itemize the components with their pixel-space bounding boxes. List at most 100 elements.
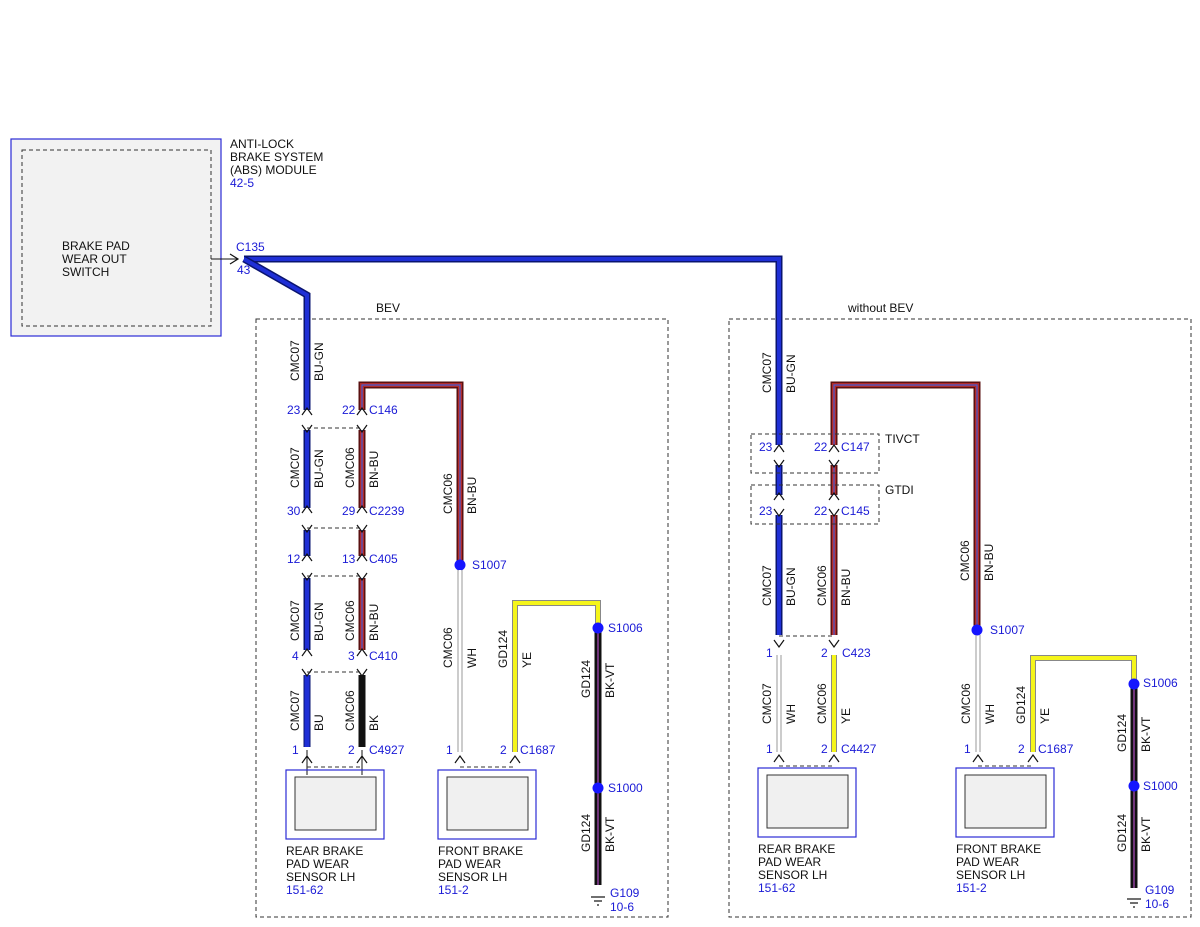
- r-ye-wire: [1031, 656, 1136, 752]
- r-wh2-color: WH: [983, 704, 997, 724]
- l-wb2-circuit: CMC06: [343, 600, 357, 641]
- module-name-2: BRAKE SYSTEM: [230, 150, 323, 164]
- r-bkvt2-color: BK-VT: [1139, 816, 1153, 852]
- r-ye-circuit: CMC06: [815, 683, 829, 724]
- r-ground-name: G109: [1145, 883, 1175, 897]
- l-c405-pin-b: 13: [342, 552, 356, 566]
- switch-label-3: SWITCH: [62, 265, 109, 279]
- l-rear-sensor-inner: [294, 776, 377, 831]
- gtdi-label: GTDI: [885, 483, 914, 497]
- l-c2239-pin-a: 30: [287, 504, 301, 518]
- l-s1007-color: BN-BU: [465, 477, 479, 514]
- r-ground-icon: [1127, 898, 1141, 908]
- bev-zone: [255, 318, 669, 918]
- l-bkvt-circuit: GD124: [579, 660, 593, 698]
- r-wh2-circuit: CMC06: [959, 683, 973, 724]
- left-pin-arrows: [301, 406, 521, 764]
- l-ground-icon: [591, 896, 605, 906]
- l-front-sensor-ref: 151-2: [438, 883, 469, 897]
- r-bkvt-circuit: GD124: [1115, 714, 1129, 752]
- c135-pin: 43: [237, 263, 251, 277]
- r-s1006-label: S1006: [1143, 676, 1178, 690]
- r-rear-sensor-l3: SENSOR LH: [758, 868, 827, 882]
- r-front-sensor-inner: [964, 774, 1047, 829]
- r-c1687-name: C1687: [1038, 742, 1074, 756]
- l-wbk-color: BK: [367, 715, 381, 731]
- r-s1007-splice: [971, 624, 983, 636]
- c135-pin-icon: [229, 253, 240, 265]
- l-c1687-name: C1687: [520, 743, 556, 757]
- bev-branch-wire: [242, 255, 311, 410]
- l-bkvt2-circuit: GD124: [579, 814, 593, 852]
- r-bkvt2-circuit: GD124: [1115, 814, 1129, 852]
- l-wbu-color: BU: [312, 714, 326, 731]
- r-front-sensor-ref: 151-2: [956, 881, 987, 895]
- r-c145-name: C145: [841, 504, 870, 518]
- r-c423-pin-a: 1: [766, 646, 773, 660]
- l-wb-circuit: CMC06: [343, 447, 357, 488]
- r-wb2-circuit: CMC06: [958, 540, 972, 581]
- r-front-sensor-l1: FRONT BRAKE: [956, 842, 1041, 856]
- l-ye-wire: [513, 601, 600, 752]
- r-ye2-circuit: GD124: [1014, 686, 1028, 724]
- l-wbu-circuit: CMC07: [288, 690, 302, 731]
- r-front-sensor-l2: PAD WEAR: [956, 855, 1019, 869]
- l-wa2-circuit: CMC07: [288, 447, 302, 488]
- l-ye-color: YE: [520, 652, 534, 668]
- abs-module-box: [10, 138, 222, 337]
- l-wa3-circuit: CMC07: [288, 600, 302, 641]
- r-c4427-name: C4427: [841, 742, 877, 756]
- l-bkvt2-color: BK-VT: [603, 816, 617, 852]
- r-c147-pin-a: 23: [759, 440, 773, 454]
- l-bkvt-color: BK-VT: [603, 662, 617, 698]
- l-c1687-pin-b: 2: [500, 743, 507, 757]
- r-c147-name: C147: [841, 440, 870, 454]
- l-rear-sensor-l2: PAD WEAR: [286, 857, 349, 871]
- l-ground-ref: 10-6: [610, 900, 634, 914]
- gtdi-box: [750, 484, 880, 525]
- l-wh-circuit: CMC06: [441, 627, 455, 668]
- l-front-sensor-l1: FRONT BRAKE: [438, 844, 523, 858]
- right-pin-arrows: [773, 443, 1039, 763]
- left-connector-dashes: [307, 427, 515, 768]
- r-c147-pin-b: 22: [814, 440, 828, 454]
- r-front-sensor-box: [955, 767, 1055, 838]
- r-ye-color: YE: [839, 708, 853, 724]
- l-c2239-name: C2239: [369, 504, 405, 518]
- r-c145-pin-b: 22: [814, 504, 828, 518]
- module-ref: 42-5: [230, 176, 254, 190]
- l-wbk-circuit: CMC06: [343, 690, 357, 731]
- r-bkvt-color: BK-VT: [1139, 716, 1153, 752]
- r-ye2-color: YE: [1038, 708, 1052, 724]
- l-wb2-color: BN-BU: [367, 604, 381, 641]
- r-front-sensor-l3: SENSOR LH: [956, 868, 1025, 882]
- l-s1000-label: S1000: [608, 781, 643, 795]
- without-bev-zone-label: without BEV: [847, 301, 913, 315]
- l-c146-name: C146: [369, 403, 398, 417]
- l-wh-color: WH: [465, 648, 479, 668]
- l-c2239-pin-b: 29: [342, 504, 356, 518]
- r-wh-color: WH: [784, 704, 798, 724]
- without-bev-zone: [728, 318, 1192, 918]
- r-c4427-pin-a: 1: [766, 742, 773, 756]
- l-s1006-splice: [592, 622, 604, 634]
- r-wa2-color: BU-GN: [784, 567, 798, 606]
- l-rear-sensor-l1: REAR BRAKE: [286, 844, 363, 858]
- bev-zone-label: BEV: [376, 301, 400, 315]
- l-c146-pin-a: 23: [287, 403, 301, 417]
- l-s1007-splice: [454, 559, 466, 571]
- r-c145-pin-a: 23: [759, 504, 773, 518]
- r-c4427-pin-b: 2: [821, 742, 828, 756]
- module-name-1: ANTI-LOCK: [230, 137, 294, 151]
- r-s1000-splice: [1128, 780, 1140, 792]
- r-wa2-circuit: CMC07: [760, 565, 774, 606]
- tivct-box: [750, 433, 880, 474]
- l-c410-pin-b: 3: [348, 649, 355, 663]
- r-rear-sensor-inner: [766, 774, 849, 829]
- r-c1687-pin-a: 1: [964, 742, 971, 756]
- abs-module-inner: [21, 149, 212, 327]
- r-wb2-color: BN-BU: [982, 544, 996, 581]
- l-c410-pin-a: 4: [292, 649, 299, 663]
- l-c410-name: C410: [369, 649, 398, 663]
